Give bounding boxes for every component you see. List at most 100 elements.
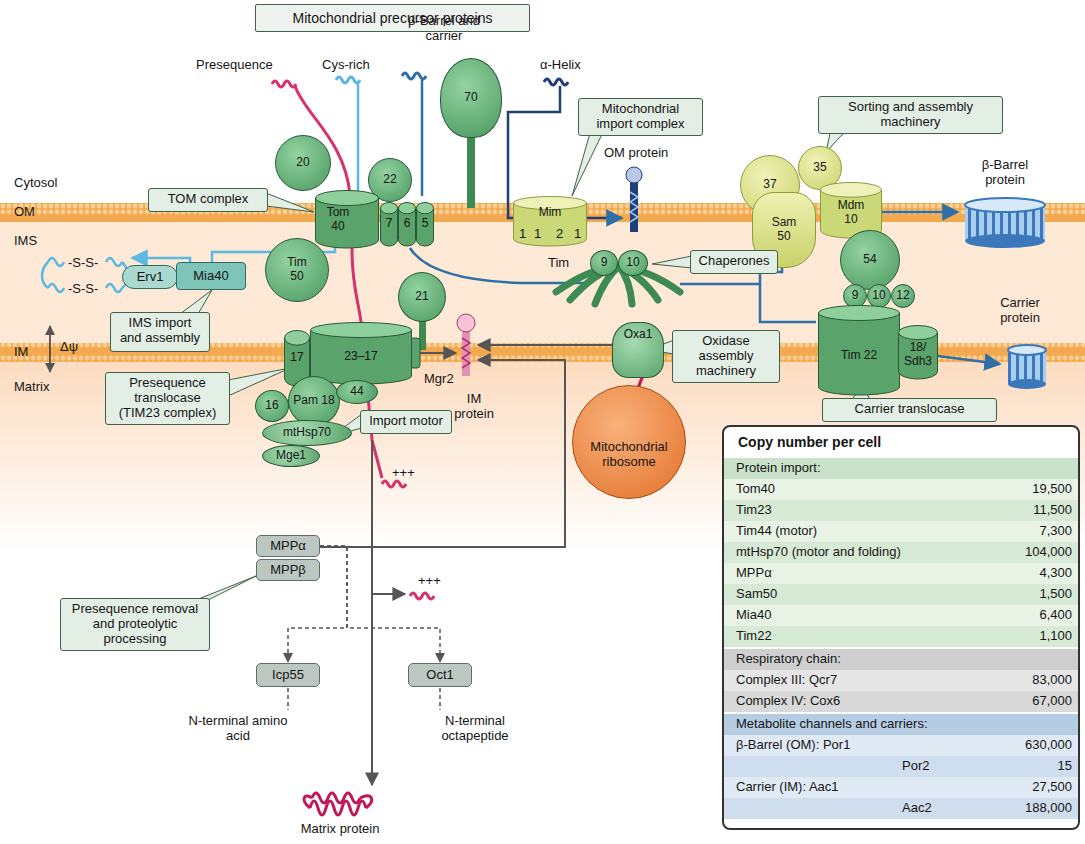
beta-barrel-protein	[965, 198, 1045, 248]
node-text: 37	[763, 178, 776, 192]
node-text: 12	[896, 289, 909, 303]
table-cell: Aac2	[902, 801, 932, 816]
label: -S-S-	[68, 256, 98, 271]
callout-box: Carrier translocase	[822, 398, 997, 422]
label: -S-S-	[68, 282, 98, 297]
node-text: TOM complex	[155, 192, 261, 207]
table-cell: Tim44 (motor)	[736, 524, 817, 539]
label: N-terminal amino acid	[178, 714, 298, 744]
node-text: 10	[626, 256, 639, 270]
callout-box: Presequence removal and proteolytic proc…	[60, 598, 210, 651]
protein-subunit: 9	[590, 250, 618, 276]
protein-subunit: Oxa1	[612, 322, 664, 378]
protein-subunit: 44	[336, 380, 378, 404]
node-text: 16	[265, 399, 278, 413]
cylinder-body	[819, 313, 900, 395]
table-cell: 19,500	[972, 482, 1072, 497]
table-cell: MPPα	[736, 566, 772, 581]
protein-subunit: 9	[843, 284, 867, 308]
node-text: Oxidase assembly machinery	[679, 334, 773, 379]
node-text: Copy number per cell	[738, 434, 1064, 450]
label: IM	[14, 345, 28, 360]
cylinder-top	[311, 323, 412, 338]
callout-box: Mitochondrial import complex	[578, 98, 703, 136]
protein-subunit: 12	[891, 284, 915, 308]
protein-subunit: mtHsp70	[262, 420, 352, 446]
label: Matrix	[14, 380, 49, 395]
table-cell: Carrier (IM): Aac1	[736, 780, 839, 795]
table-cell: 104,000	[972, 545, 1072, 560]
node-text: Tim 22	[841, 349, 877, 363]
table-cell: Protein import:	[736, 461, 821, 476]
table-cell: Complex III: Qcr7	[736, 673, 837, 688]
node-text: Carrier translocase	[829, 402, 990, 417]
label: IMS	[14, 234, 37, 249]
label: Carrier protein	[980, 296, 1060, 326]
cylinder-top	[381, 203, 398, 214]
label: 1	[519, 227, 526, 242]
table-cell: 7,300	[972, 524, 1072, 539]
channel-cylinder: Tim 22	[818, 305, 900, 395]
import-paths	[132, 80, 1000, 785]
label: Cytosol	[14, 176, 57, 191]
protease-box: MPPα	[256, 535, 320, 557]
label: +++	[392, 466, 415, 481]
node-text: 70	[464, 91, 477, 105]
node-text: Chaperones	[697, 254, 771, 269]
node-text: 44	[350, 385, 363, 399]
node-text: Pam 18	[293, 394, 334, 408]
node-text: 10	[872, 289, 885, 303]
table-cell: 67,000	[972, 694, 1072, 709]
node-text: 22	[383, 173, 396, 187]
om-protein	[626, 167, 642, 232]
table-cell: 6,400	[972, 608, 1072, 623]
channel-cylinder: 6	[398, 202, 416, 246]
node-text: Import motor	[367, 414, 445, 429]
table-cell: 15	[972, 759, 1072, 774]
node-text: Icp55	[272, 668, 304, 683]
protein-subunit: 21	[398, 272, 446, 322]
label: β-Barrel protein	[962, 158, 1048, 188]
node-text: Presequence translocase (TIM23 complex)	[112, 376, 223, 421]
cylinder-top	[316, 191, 379, 206]
node-text: Oct1	[426, 668, 453, 683]
table-cell: Sam50	[736, 587, 777, 602]
protein-subunit: Tim 50	[265, 238, 329, 302]
label: OM protein	[604, 146, 668, 161]
ribosome: Mitochondrial ribosome	[572, 385, 686, 499]
channel-cylinder: 18/ Sdh3	[898, 325, 938, 379]
node-text: Mitochondrial ribosome	[573, 440, 685, 470]
title-box: Mitochondrial precursor proteins	[255, 4, 530, 32]
table-cell: 11,500	[972, 503, 1072, 518]
table-cell: β-Barrel (OM): Por1	[736, 738, 850, 753]
cylinder-top	[417, 203, 434, 214]
ims-protein: Erv1	[122, 265, 178, 289]
node-text: Mitochondrial import complex	[585, 102, 696, 132]
protein-subunit: Mge1	[262, 445, 320, 467]
table-cell: 630,000	[972, 738, 1072, 753]
protein-subunit: 20	[275, 135, 331, 191]
callout-box: Import motor	[360, 410, 452, 434]
node-text: 21	[415, 290, 428, 304]
label: Matrix protein	[290, 822, 390, 837]
table-cell: Tim23	[736, 503, 772, 518]
label: 2	[556, 227, 563, 242]
cylinder-body	[316, 198, 379, 248]
label: Presequence	[196, 58, 273, 73]
label: OM	[14, 205, 35, 220]
callout-box: Oxidase assembly machinery	[672, 330, 780, 383]
node-text: Mge1	[276, 449, 306, 463]
node-text: Oxa1	[624, 328, 653, 342]
node-text: 5	[422, 217, 429, 231]
membrane-potential	[50, 326, 51, 372]
node-text: 17	[290, 351, 303, 365]
callout-box: IMS import and assembly	[110, 312, 210, 352]
callout-box: Presequence translocase (TIM23 complex)	[105, 372, 230, 425]
copy-number-table: Copy number per cell	[722, 425, 1080, 830]
node-text: 35	[813, 161, 826, 175]
label: 1	[574, 227, 581, 242]
node-text: Mitochondrial precursor proteins	[266, 10, 519, 26]
label: α-Helix	[540, 58, 581, 73]
im-protein	[457, 314, 475, 376]
node-text: MPPβ	[270, 563, 306, 578]
